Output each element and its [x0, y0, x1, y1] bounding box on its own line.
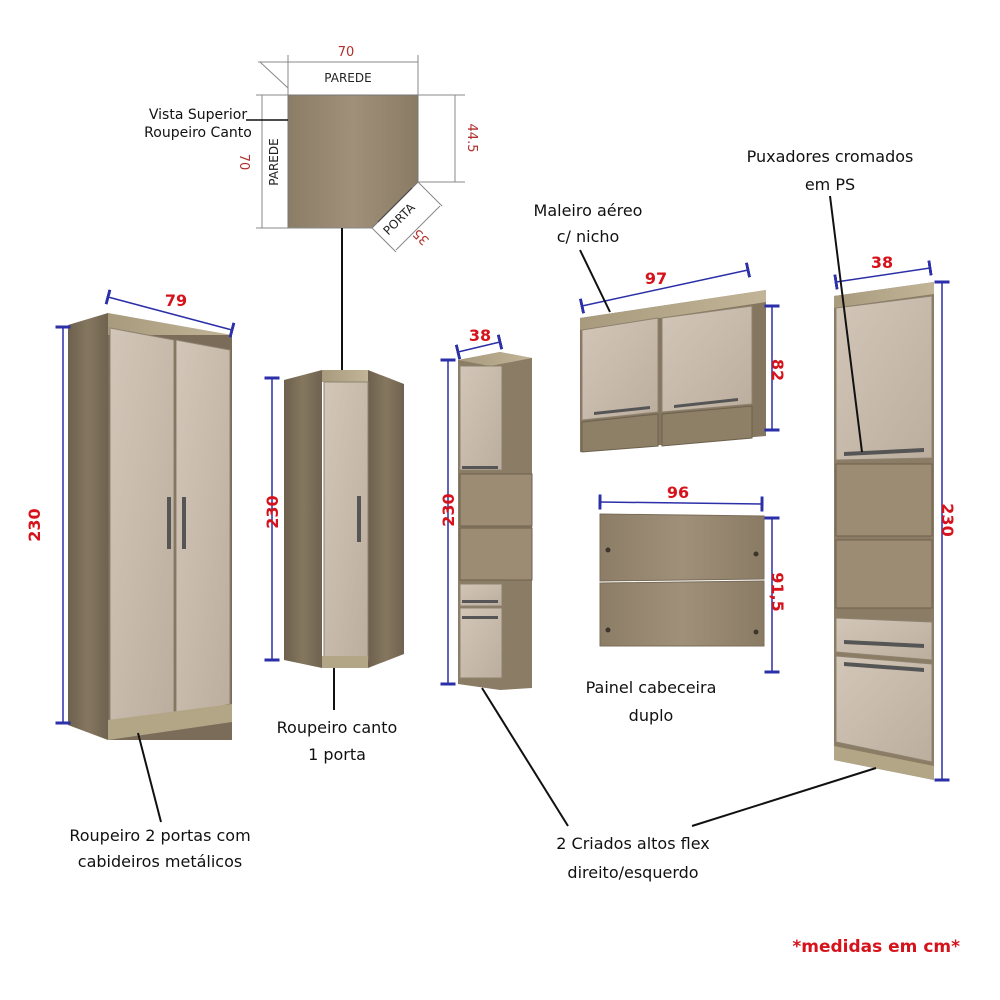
wardrobe-caption-line2: cabideiros metálicos	[78, 852, 242, 871]
wall-cabinet-caption-line2: c/ nicho	[557, 227, 620, 246]
nightstand-right-pointer	[691, 767, 877, 827]
wall-cabinet-height-label: 82	[768, 359, 787, 381]
wall-cabinet-door-right	[661, 305, 753, 413]
nightstand-left-width-line	[454, 334, 504, 360]
headboard-caption-line1: Painel cabeceira	[586, 678, 717, 697]
corner-caption-line1: Roupeiro canto	[277, 718, 398, 737]
nightstand-right-base	[834, 746, 934, 780]
wardrobe-handle-right	[182, 497, 186, 549]
handles-caption-line2: em PS	[805, 175, 855, 194]
wall-cabinet-niche-right	[661, 405, 753, 447]
wall-cabinet-width-line	[578, 262, 752, 314]
top-view-width-label: 70	[338, 45, 355, 60]
corner-right-side	[368, 370, 404, 668]
wardrobe-door-right	[175, 339, 231, 719]
corner-height-label: 230	[263, 495, 282, 528]
nightstand-left-door-handle	[462, 466, 498, 469]
wardrobe-base	[108, 704, 232, 740]
headboard-screw	[605, 547, 611, 553]
wall-cabinet-door-left	[581, 317, 659, 421]
nightstand-right-drawer-1-handle	[844, 640, 924, 648]
handles-pointer	[829, 195, 863, 453]
corner-base	[322, 656, 368, 668]
headboard-width-line	[598, 494, 764, 512]
handles-caption-line1: Puxadores cromados	[747, 147, 914, 166]
nightstand-right-door-handle	[844, 448, 924, 456]
nightstands-caption-line1: 2 Criados altos flex	[556, 834, 709, 853]
wardrobe-width-line	[104, 289, 236, 338]
corner-handle	[357, 496, 361, 542]
wall-cabinet: 97 82 Maleiro aéreo c/ nicho	[534, 201, 787, 453]
top-view-guides	[256, 55, 465, 253]
wardrobe-height-label: 230	[25, 508, 44, 541]
top-view: 70 PAREDE PAREDE 70 44.5 PORTA 35 Vista …	[144, 45, 479, 372]
nightstand-right-niche-2	[835, 539, 933, 609]
wardrobe-pointer	[137, 732, 162, 823]
headboard-height-label: 91,5	[768, 572, 787, 611]
footnote: *medidas em cm*	[792, 937, 960, 957]
corner-top	[322, 370, 368, 382]
nightstand-right-drawer-2-handle	[844, 662, 924, 672]
wardrobe-door-left	[109, 327, 175, 721]
tall-nightstand-right: 38 230 Puxadores cromados em PS	[691, 147, 957, 827]
nightstand-left-pointer	[481, 687, 569, 827]
top-view-door-width-label: 35	[410, 225, 432, 247]
wardrobe-handle-left	[167, 497, 171, 549]
headboard-screw	[753, 629, 759, 635]
nightstands-caption-line2: direito/esquerdo	[567, 863, 698, 882]
wall-cabinet-niche-left	[581, 413, 659, 453]
wardrobe-caption-line1: Roupeiro 2 portas com	[69, 826, 250, 845]
nightstand-left-drawer-2-handle	[462, 616, 498, 619]
wall-cabinet-handle-right	[674, 398, 738, 408]
corner-caption-line2: 1 porta	[308, 745, 366, 764]
nightstand-left-drawer-1-handle	[462, 600, 498, 603]
top-view-title-line2: Roupeiro Canto	[144, 125, 252, 141]
nightstand-right-drawer-1	[835, 617, 933, 661]
headboard-screw	[753, 551, 759, 557]
wardrobe-side	[68, 313, 108, 740]
top-view-side-label: 44.5	[464, 124, 479, 153]
nightstand-left-drawer-2	[459, 607, 503, 679]
nightstand-left-width-label: 38	[469, 326, 491, 345]
headboard-upper	[599, 513, 765, 582]
nightstand-right-width-label: 38	[871, 253, 893, 272]
wall-cabinet-handle-left	[594, 406, 650, 415]
top-view-wall-side-label: PAREDE	[267, 138, 281, 185]
nightstand-right-width-line	[833, 260, 933, 290]
wall-cabinet-caption-line1: Maleiro aéreo	[534, 201, 643, 220]
wall-cabinet-width-label: 97	[645, 269, 667, 288]
corner-door	[323, 381, 369, 661]
nightstand-left-niche-1	[459, 473, 533, 527]
top-view-wall-top-label: PAREDE	[324, 71, 371, 85]
headboard-lower	[599, 580, 765, 647]
headboard-width-label: 96	[667, 483, 689, 502]
top-view-title-line1: Vista Superior	[149, 107, 247, 123]
nightstand-left-door	[459, 365, 503, 471]
nightstand-right-door	[835, 295, 933, 461]
corner-left-side	[284, 370, 322, 668]
headboard-screw	[605, 627, 611, 633]
nightstand-right-drawer-2	[835, 655, 933, 763]
wardrobe-2-doors: 79 230 Roupeiro 2 portas com cabideiros …	[25, 289, 251, 871]
nightstand-right-niche-1	[835, 463, 933, 537]
tall-nightstand-left: 38 230	[439, 326, 569, 827]
headboard-caption-line2: duplo	[629, 706, 674, 725]
nightstand-left-niche-2	[459, 527, 533, 581]
wall-cabinet-pointer	[579, 249, 611, 313]
nightstand-right-height-label: 230	[938, 503, 957, 536]
nightstand-left-height-label: 230	[439, 493, 458, 526]
top-view-depth-label: 70	[236, 154, 251, 171]
corner-wardrobe: 230 Roupeiro canto 1 porta	[263, 370, 404, 764]
headboard-panel: 96 91,5 Painel cabeceira duplo	[586, 483, 787, 725]
top-view-shape	[287, 94, 419, 229]
wardrobe-width-label: 79	[165, 291, 187, 310]
